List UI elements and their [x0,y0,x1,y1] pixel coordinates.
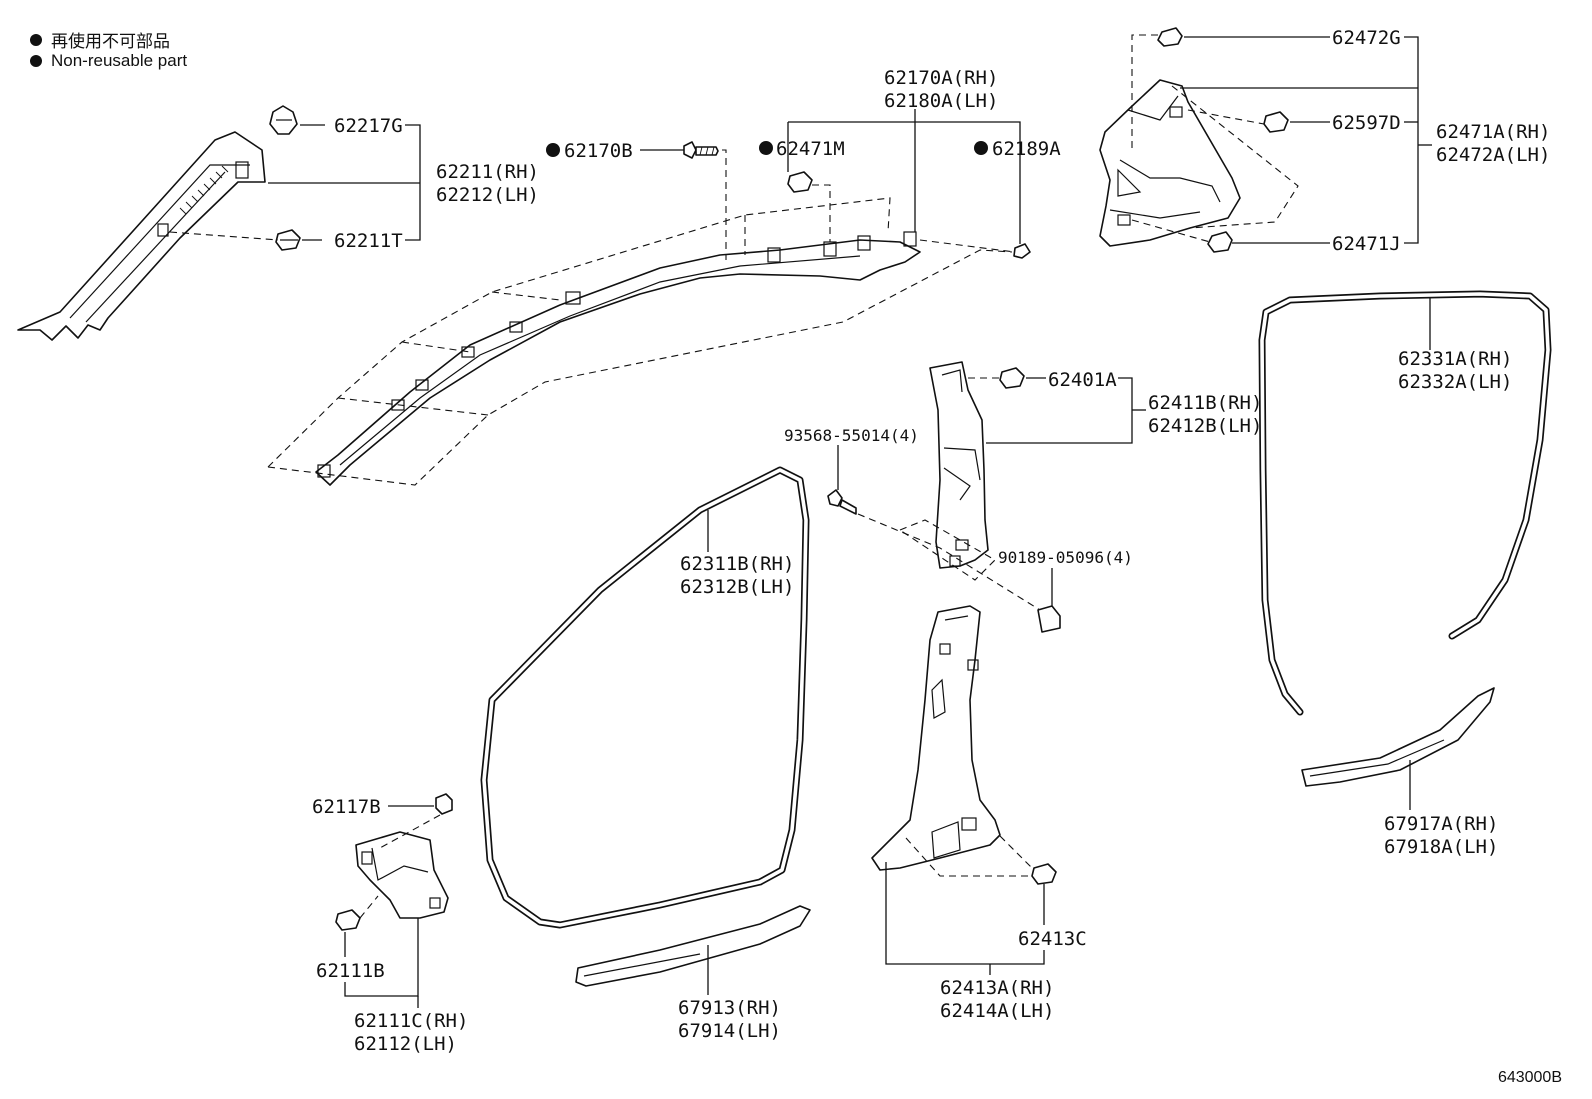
label-90189-05096: 90189-05096(4) [998,548,1133,567]
rear-door-weatherstrip [1258,290,1552,716]
clip-icon [275,229,301,251]
label-62111B: 62111B [316,960,385,982]
legend-non-reusable-jp: 再使用不可部品 [30,27,170,52]
clip-icon [1263,111,1289,133]
label-62414A-lh: 62414A(LH) [940,1000,1054,1022]
center-pillar-upper-garnish [929,361,989,569]
label-62411B-rh: 62411B(RH) [1148,392,1262,414]
label-62312B-lh: 62312B(LH) [680,576,794,598]
legend-text-en: Non-reusable part [51,51,188,70]
clip-icon [787,171,813,193]
label-67913-rh: 67913(RH) [678,997,781,1019]
label-62117B: 62117B [312,796,381,818]
label-62331A-rh: 62331A(RH) [1398,348,1512,370]
rear-door-scuff-plate [1301,687,1495,787]
label-67914-lh: 67914(LH) [678,1020,781,1042]
legend-text-jp: 再使用不可部品 [51,32,170,51]
label-62170A-rh: 62170A(RH) [884,67,998,89]
pillar-grille [179,165,229,215]
label-67918A-lh: 67918A(LH) [1384,836,1498,858]
clip-icon [999,367,1025,389]
label-62471M: 62471M [776,138,845,160]
label-62170B: 62170B [564,140,633,162]
label-62189A: 62189A [992,138,1061,160]
label-62111C-rh: 62111C(RH) [354,1010,468,1032]
clip-icon [335,909,361,931]
label-62597D: 62597D [1332,112,1401,134]
label-62180A-lh: 62180A(LH) [884,90,998,112]
label-93568-55014: 93568-55014(4) [784,426,919,445]
label-62412B-lh: 62412B(LH) [1148,415,1262,437]
label-62212-lh: 62212(LH) [436,184,539,206]
label-62217G: 62217G [334,115,403,137]
front-pillar-garnish [17,131,266,341]
label-62401A: 62401A [1048,369,1117,391]
label-62472G: 62472G [1332,27,1401,49]
label-62311B-rh: 62311B(RH) [680,553,794,575]
label-62471J: 62471J [1332,233,1401,255]
diagram-reference-code: 643000B [1497,1069,1562,1086]
roof-side-rail [315,231,921,486]
front-door-weatherstrip [480,466,810,929]
clip-icon [269,105,298,135]
clip-icon [1157,27,1183,47]
center-pillar-lower-garnish [871,605,1001,871]
label-67917A-rh: 67917A(RH) [1384,813,1498,835]
screw-icon [827,489,857,515]
clip-icon [1013,243,1031,259]
cowl-side-trim [355,831,449,919]
label-62471A-rh: 62471A(RH) [1436,121,1550,143]
rear-quarter-trim [1099,79,1241,247]
nut-clip-icon [1037,605,1061,633]
label-62332A-lh: 62332A(LH) [1398,371,1512,393]
clip-icon [1207,231,1233,253]
label-62211-rh: 62211(RH) [436,161,539,183]
screw-icon [683,141,719,159]
non-reusable-dot-icon [546,143,560,157]
nut-icon [435,793,453,815]
label-62112-lh: 62112(LH) [354,1033,457,1055]
label-62472A-lh: 62472A(LH) [1436,144,1550,166]
non-reusable-dot-icon [30,55,42,67]
legend-non-reusable-en: Non-reusable part [30,51,187,71]
label-62211T: 62211T [334,230,403,252]
non-reusable-dot-icon [974,141,988,155]
non-reusable-dot-icon [759,141,773,155]
clip-icon [1031,863,1057,885]
non-reusable-dot-icon [30,33,42,46]
label-62413A-rh: 62413A(RH) [940,977,1054,999]
front-door-scuff-plate [575,905,811,987]
label-62413C: 62413C [1018,928,1087,950]
